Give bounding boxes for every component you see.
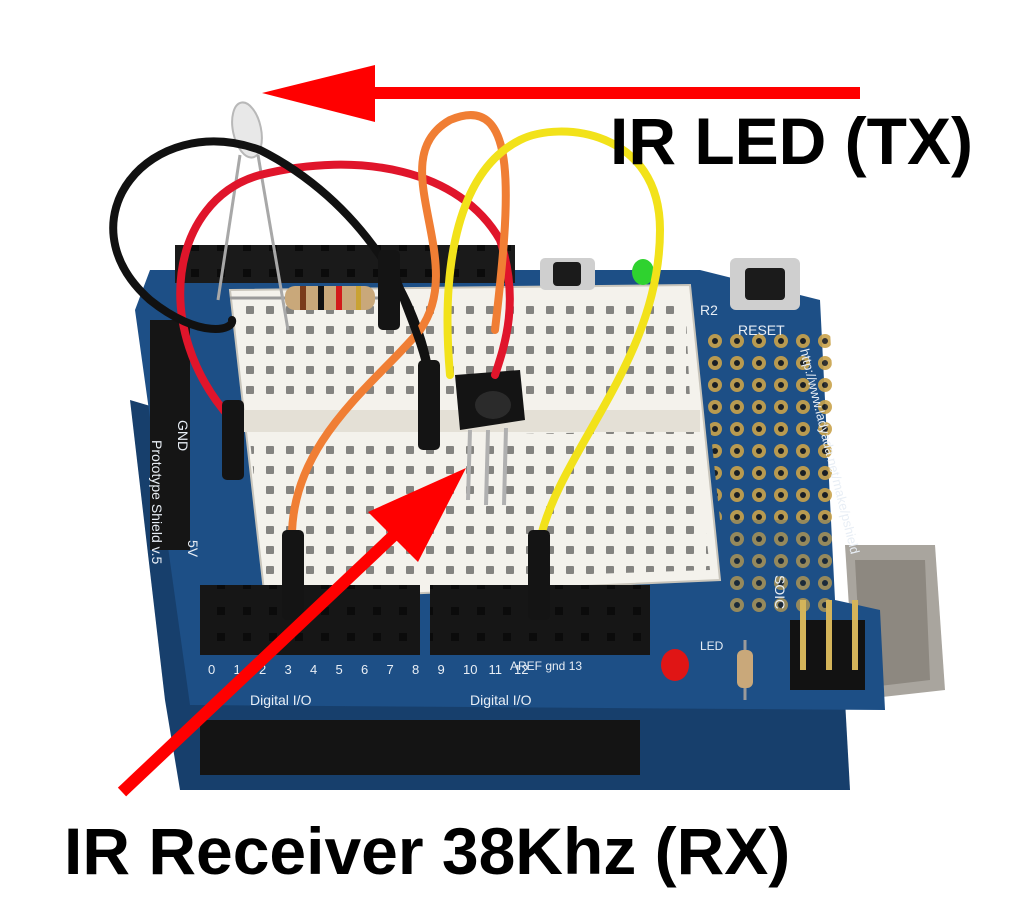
ir-receiver xyxy=(455,370,525,506)
pin-number-label: 2 xyxy=(259,662,266,677)
pin-number-label: 10 xyxy=(463,662,477,677)
digital-io-label: Digital I/O xyxy=(250,692,312,708)
pin-number-label: 3 xyxy=(285,662,292,677)
5v-label: 5V xyxy=(185,540,201,558)
pin-number-label: 0 xyxy=(208,662,215,677)
pin-number-label: 12 xyxy=(514,662,528,677)
reset-button xyxy=(730,258,800,310)
r2-label: R2 xyxy=(700,302,718,318)
pin-number-label: 7 xyxy=(387,662,394,677)
ir-receiver-rx-label: IR Receiver 38Khz (RX) xyxy=(64,814,791,888)
led-label: LED xyxy=(700,639,724,653)
small-resistor xyxy=(737,640,753,700)
aref-label: AREF gnd 13 xyxy=(510,659,582,673)
soic-label: SOIC xyxy=(772,575,788,609)
pin-number-label: 11 xyxy=(489,662,503,677)
pin-number-label: 1 xyxy=(234,662,241,677)
wire-plugs xyxy=(222,250,550,620)
tx-arrow xyxy=(262,65,860,122)
icsp-header xyxy=(790,600,865,690)
pin-number-label: 9 xyxy=(438,662,445,677)
pin-number-label: 5 xyxy=(336,662,343,677)
digital-io-label-2: Digital I/O xyxy=(470,692,532,708)
breadboard xyxy=(228,283,722,602)
ir-led-tx-label: IR LED (TX) xyxy=(610,104,973,178)
gnd-label: GND xyxy=(175,420,191,451)
rx-arrow xyxy=(117,468,466,797)
shield-name-label: Prototype Shield v.5 xyxy=(149,440,165,564)
green-led xyxy=(632,259,654,285)
jumper-wires xyxy=(109,111,665,544)
red-led xyxy=(661,649,689,681)
resistor xyxy=(230,286,380,310)
reset-label: RESET xyxy=(738,322,785,338)
pin-number-label: 4 xyxy=(310,662,317,677)
left-header xyxy=(150,320,190,550)
pin-number-label: 6 xyxy=(361,662,368,677)
top-header xyxy=(175,245,515,283)
pin-number-label: 8 xyxy=(412,662,419,677)
pushbutton-small xyxy=(540,258,595,290)
